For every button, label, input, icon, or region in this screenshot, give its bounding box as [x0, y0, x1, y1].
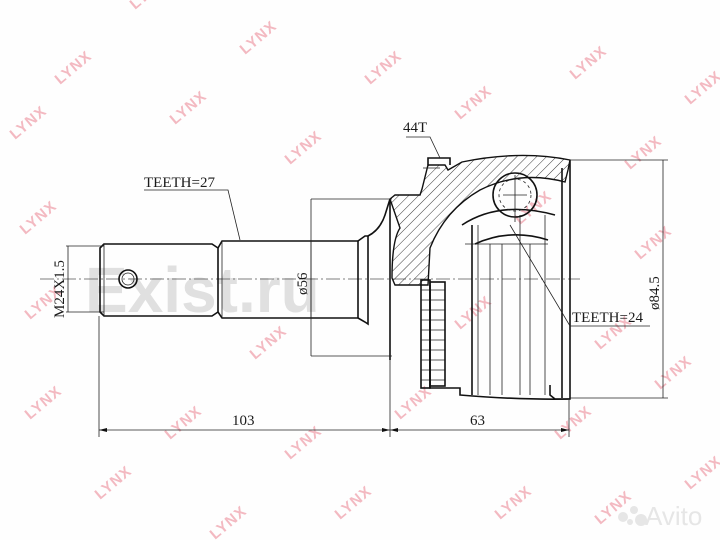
svg-text:LYNX: LYNX: [332, 483, 376, 523]
label-thread: M24X1.5: [52, 260, 68, 318]
svg-text:LYNX: LYNX: [92, 463, 136, 503]
svg-text:LYNX: LYNX: [652, 353, 696, 393]
dimensions: [66, 136, 668, 437]
svg-text:LYNX: LYNX: [7, 103, 51, 143]
label-outer-teeth: 44T: [403, 120, 427, 136]
svg-text:LYNX: LYNX: [492, 483, 536, 523]
svg-text:LYNX: LYNX: [167, 88, 211, 128]
svg-text:LYNX: LYNX: [632, 223, 676, 263]
svg-text:LYNX: LYNX: [452, 293, 496, 333]
threaded-stub: [99, 243, 219, 317]
svg-text:LYNX: LYNX: [17, 198, 61, 238]
svg-text:LYNX: LYNX: [282, 423, 326, 463]
abs-ring: [420, 279, 446, 389]
svg-text:LYNX: LYNX: [552, 403, 596, 443]
svg-text:LYNX: LYNX: [682, 68, 720, 108]
exist-watermark: Exist.ru: [85, 254, 320, 326]
label-bell-diameter: ø84.5: [647, 276, 663, 310]
svg-text:LYNX: LYNX: [622, 133, 666, 173]
label-shaft-diameter: ø56: [295, 272, 311, 295]
avito-watermark: Avito: [618, 501, 702, 531]
label-inner-teeth: TEETH=24: [572, 310, 643, 326]
label-length-bell: 63: [470, 413, 485, 429]
svg-text:LYNX: LYNX: [207, 503, 251, 540]
svg-text:LYNX: LYNX: [247, 323, 291, 363]
svg-text:LYNX: LYNX: [282, 128, 326, 168]
svg-text:LYNX: LYNX: [22, 383, 66, 423]
svg-text:LYNX: LYNX: [567, 43, 611, 83]
svg-text:LYNX: LYNX: [452, 83, 496, 123]
svg-text:LYNX: LYNX: [127, 0, 171, 13]
svg-text:LYNX: LYNX: [237, 18, 281, 58]
label-shaft-teeth: TEETH=27: [144, 175, 215, 191]
ball-bearing: [492, 172, 538, 222]
label-length-shaft: 103: [232, 413, 255, 429]
svg-text:LYNX: LYNX: [162, 403, 206, 443]
svg-text:LYNX: LYNX: [682, 453, 720, 493]
svg-text:LYNX: LYNX: [362, 48, 406, 88]
svg-text:Avito: Avito: [645, 501, 702, 531]
svg-text:LYNX: LYNX: [52, 48, 96, 88]
